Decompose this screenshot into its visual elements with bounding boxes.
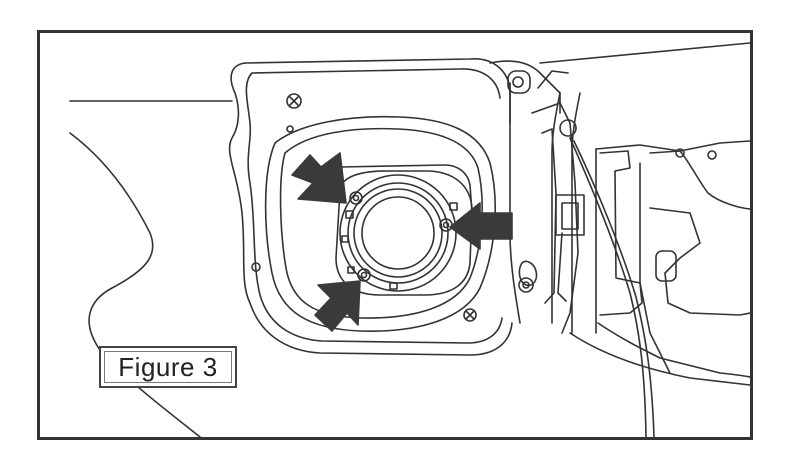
mounting-screws: [251, 93, 477, 322]
filler-neck-flange: [335, 170, 473, 296]
figure-label-text: Figure 3: [118, 351, 218, 382]
arrow-top-left: [291, 152, 347, 204]
arrow-bottom-left: [314, 280, 361, 332]
pointer-arrows: [291, 152, 513, 332]
screw-top-left: [349, 191, 363, 205]
housing-outer-plate: [228, 58, 513, 356]
body-panel-right: [539, 42, 750, 386]
figure-label: Figure 3: [99, 346, 237, 388]
figure-frame: Figure 3: [37, 30, 753, 440]
housing-recess: [264, 115, 496, 332]
arrow-right: [449, 202, 513, 250]
fuel-filler-housing-drawing: [69, 42, 750, 437]
screw-bottom-left: [357, 268, 371, 282]
screws: [349, 191, 453, 282]
hinge-bracket: [489, 60, 581, 334]
fuel-door: [531, 102, 655, 437]
